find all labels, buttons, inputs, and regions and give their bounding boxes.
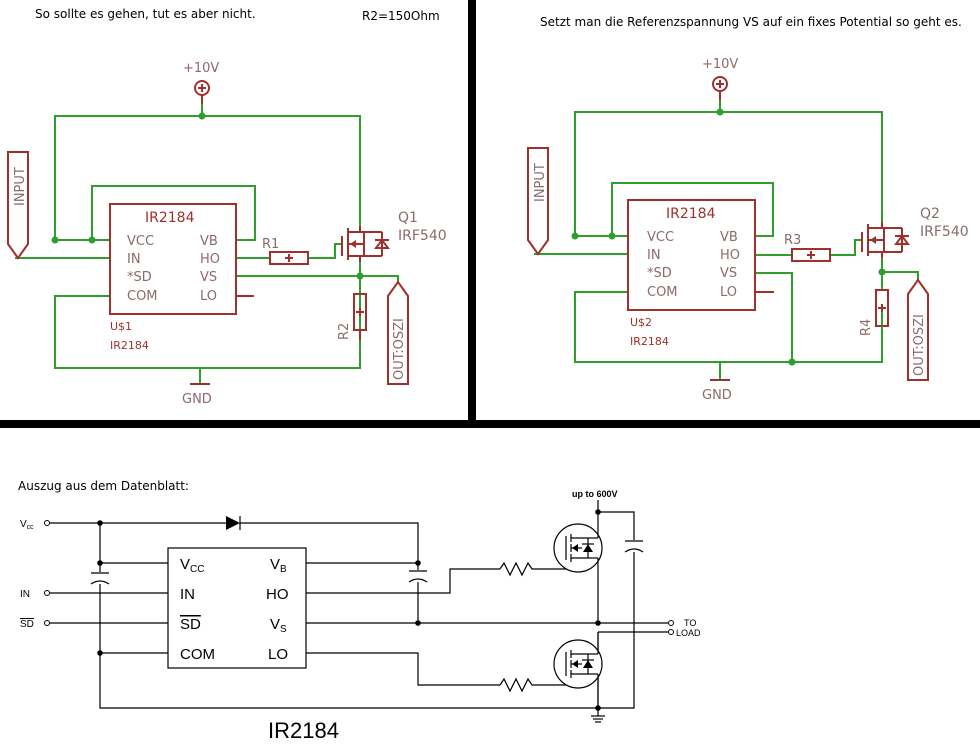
panel-divider-vertical: [468, 0, 476, 420]
ds-load-line2: LOAD: [676, 628, 701, 638]
ds-supply-note: up to 600V: [572, 489, 618, 499]
right-pin-ho: HO: [720, 248, 740, 263]
left-output-label: OUT:OSZI: [392, 318, 407, 380]
right-pin-vs: VS: [720, 266, 737, 281]
ds-input-sd: SD: [20, 619, 34, 630]
ds-bootstrap-diode: [226, 516, 240, 530]
left-gnd-label: GND: [182, 392, 212, 407]
right-mosfet-value: IRF540: [920, 224, 969, 240]
right-input-connector: [527, 147, 549, 256]
right-output-connector: [907, 278, 929, 381]
ds-input-vcc: Vcc: [20, 519, 34, 531]
ds-pin-com: COM: [180, 646, 215, 663]
left-input-label: INPUT: [13, 167, 28, 206]
right-input-label: INPUT: [533, 163, 548, 202]
left-part-value: IR2184: [110, 339, 149, 352]
left-pin-lo: LO: [200, 289, 217, 304]
left-ir2184-chip: [109, 203, 237, 315]
right-pin-sd: *SD: [647, 266, 672, 281]
right-caption: Setzt man die Referenzspannung VS auf ei…: [540, 15, 962, 29]
right-r3-label: R3: [784, 233, 801, 248]
left-output-connector: [387, 280, 409, 385]
ds-high-side-mosfet: [548, 512, 603, 573]
left-pin-sd: *SD: [127, 270, 152, 285]
right-pin-vb: VB: [720, 230, 738, 245]
right-pin-in: IN: [647, 248, 661, 263]
ds-vcc-capacitor: [90, 572, 110, 585]
right-pin-com: COM: [647, 285, 678, 300]
left-chip-name: IR2184: [145, 210, 195, 226]
right-gnd-label: GND: [702, 388, 732, 403]
left-mosfet-q1: [341, 227, 390, 261]
ds-low-side-mosfet: [548, 632, 603, 708]
left-mosfet-value: IRF540: [398, 228, 447, 244]
ds-pin-vs: VS: [270, 616, 287, 635]
right-r4-label: R4: [859, 319, 874, 336]
right-resistor-r3: [791, 248, 831, 262]
left-r2-label: R2: [337, 323, 352, 340]
left-pin-vb: VB: [200, 234, 218, 249]
left-schematic: So sollte es gehen, tut es aber nicht. R…: [7, 7, 447, 407]
ds-pin-ho: HO: [266, 586, 289, 603]
right-chip-name: IR2184: [666, 206, 716, 222]
left-pin-vcc: VCC: [127, 234, 154, 249]
right-output-label: OUT:OSZI: [912, 314, 927, 376]
ds-input-in: IN: [20, 589, 30, 600]
ds-gate-resistor-low: [499, 677, 548, 693]
panel-divider-horizontal: [0, 420, 980, 428]
right-mosfet-ref: Q2: [920, 206, 940, 222]
left-resistor-r1: [269, 251, 309, 265]
left-pin-in: IN: [127, 252, 141, 267]
right-schematic: Setzt man die Referenzspannung VS auf ei…: [527, 15, 969, 403]
ds-bus-capacitor: [624, 540, 644, 553]
right-ir2184-chip: [627, 199, 756, 311]
right-mosfet-q2: [861, 223, 910, 257]
ds-pin-lo: LO: [268, 646, 288, 663]
right-pin-lo: LO: [720, 285, 737, 300]
ds-pin-vb: VB: [270, 556, 287, 575]
ds-bootstrap-capacitor: [408, 570, 428, 583]
left-supply-label: +10V: [183, 61, 219, 76]
left-caption: So sollte es gehen, tut es aber nicht.: [35, 7, 256, 21]
ds-gate-resistor-high: [499, 561, 548, 577]
left-pin-com: COM: [127, 289, 158, 304]
left-pin-vs: VS: [200, 270, 217, 285]
ds-load-line1: TO: [684, 618, 696, 628]
ds-chip-title: IR2184: [268, 718, 339, 743]
left-input-connector: [7, 151, 29, 260]
datasheet-schematic: Auszug aus dem Datenblatt: Vcc IN SD: [18, 479, 701, 743]
left-resistor-note: R2=150Ohm: [362, 9, 440, 23]
ds-ir2184-chip: [167, 547, 307, 669]
ds-pin-sd: SD: [180, 616, 201, 633]
right-part-value: IR2184: [630, 335, 669, 348]
right-part-ref: U$2: [630, 316, 652, 329]
datasheet-caption: Auszug aus dem Datenblatt:: [18, 479, 189, 493]
left-pin-ho: HO: [200, 252, 220, 267]
left-r1-label: R1: [262, 237, 279, 252]
left-part-ref: U$1: [110, 320, 132, 333]
ds-pin-in: IN: [180, 586, 195, 603]
left-mosfet-ref: Q1: [398, 210, 418, 226]
right-pin-vcc: VCC: [647, 230, 674, 245]
ds-pin-vcc: VCC: [180, 556, 204, 575]
right-supply-label: +10V: [702, 57, 738, 72]
